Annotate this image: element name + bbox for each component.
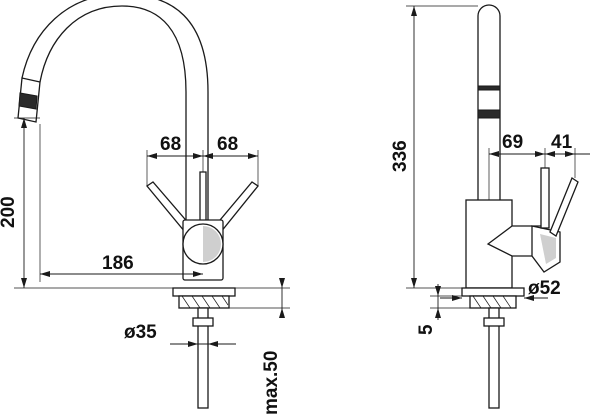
dim-label-186: 186	[102, 253, 134, 274]
dim-label-336: 336	[390, 140, 411, 172]
side-lever-shade	[540, 234, 556, 264]
front-base	[172, 287, 236, 297]
dim-label-max-50: max.50	[261, 351, 282, 415]
dim-label-thread-35: ø35	[124, 322, 157, 343]
side-lever-slant	[549, 177, 579, 237]
side-shank	[488, 307, 500, 409]
front-cartridge-shade	[203, 226, 221, 262]
side-lever-top	[540, 167, 550, 229]
front-spout-outer	[39, 5, 187, 228]
front-spray-head	[17, 77, 41, 123]
side-spout	[477, 4, 501, 200]
front-top-lever	[199, 171, 207, 227]
dim-label-69: 69	[502, 132, 523, 153]
front-shank	[197, 307, 209, 409]
front-view	[17, 0, 259, 409]
side-nut	[483, 317, 505, 327]
front-dimension-lines	[14, 117, 290, 347]
dim-label-41: 41	[551, 132, 573, 153]
side-base	[461, 287, 525, 297]
side-dimension-lines	[406, 5, 590, 320]
dim-label-base-52: ø52	[528, 278, 561, 299]
side-base-hatch	[472, 295, 512, 309]
dim-label-5: 5	[416, 324, 437, 335]
side-view	[461, 4, 579, 409]
side-spout-nozzle	[477, 109, 501, 119]
dim-label-68-left: 68	[160, 134, 181, 155]
side-spout-ring	[477, 85, 501, 91]
front-base-hatch	[181, 295, 229, 309]
dim-label-200: 200	[0, 196, 19, 228]
front-spout-inner	[21, 0, 209, 228]
front-nut	[192, 317, 214, 327]
dim-label-68-right: 68	[217, 134, 238, 155]
front-base-plate	[178, 295, 230, 309]
